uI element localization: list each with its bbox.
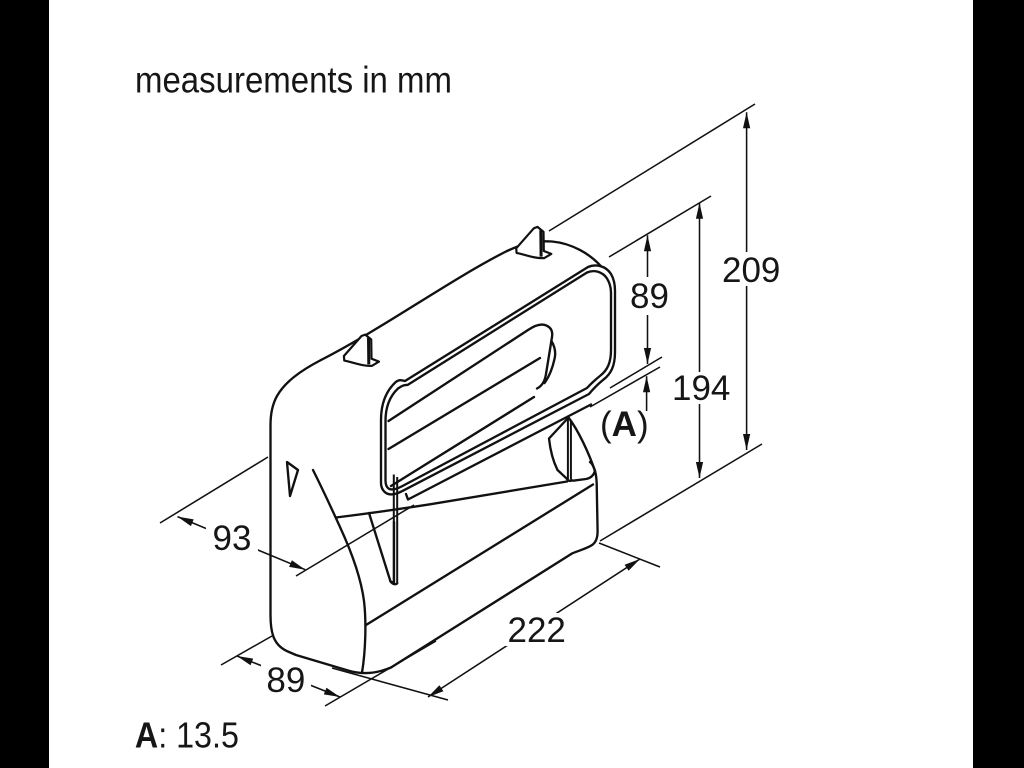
svg-text:194: 194: [672, 369, 730, 408]
svg-text:89: 89: [630, 277, 669, 316]
svg-text:measurements in mm: measurements in mm: [135, 60, 452, 101]
svg-text:A: 13.5: A: 13.5: [135, 715, 239, 756]
svg-text:(A): (A): [600, 405, 649, 444]
svg-text:93: 93: [213, 519, 252, 558]
svg-text:222: 222: [508, 611, 566, 650]
svg-text:209: 209: [722, 251, 780, 290]
svg-text:89: 89: [266, 661, 305, 700]
